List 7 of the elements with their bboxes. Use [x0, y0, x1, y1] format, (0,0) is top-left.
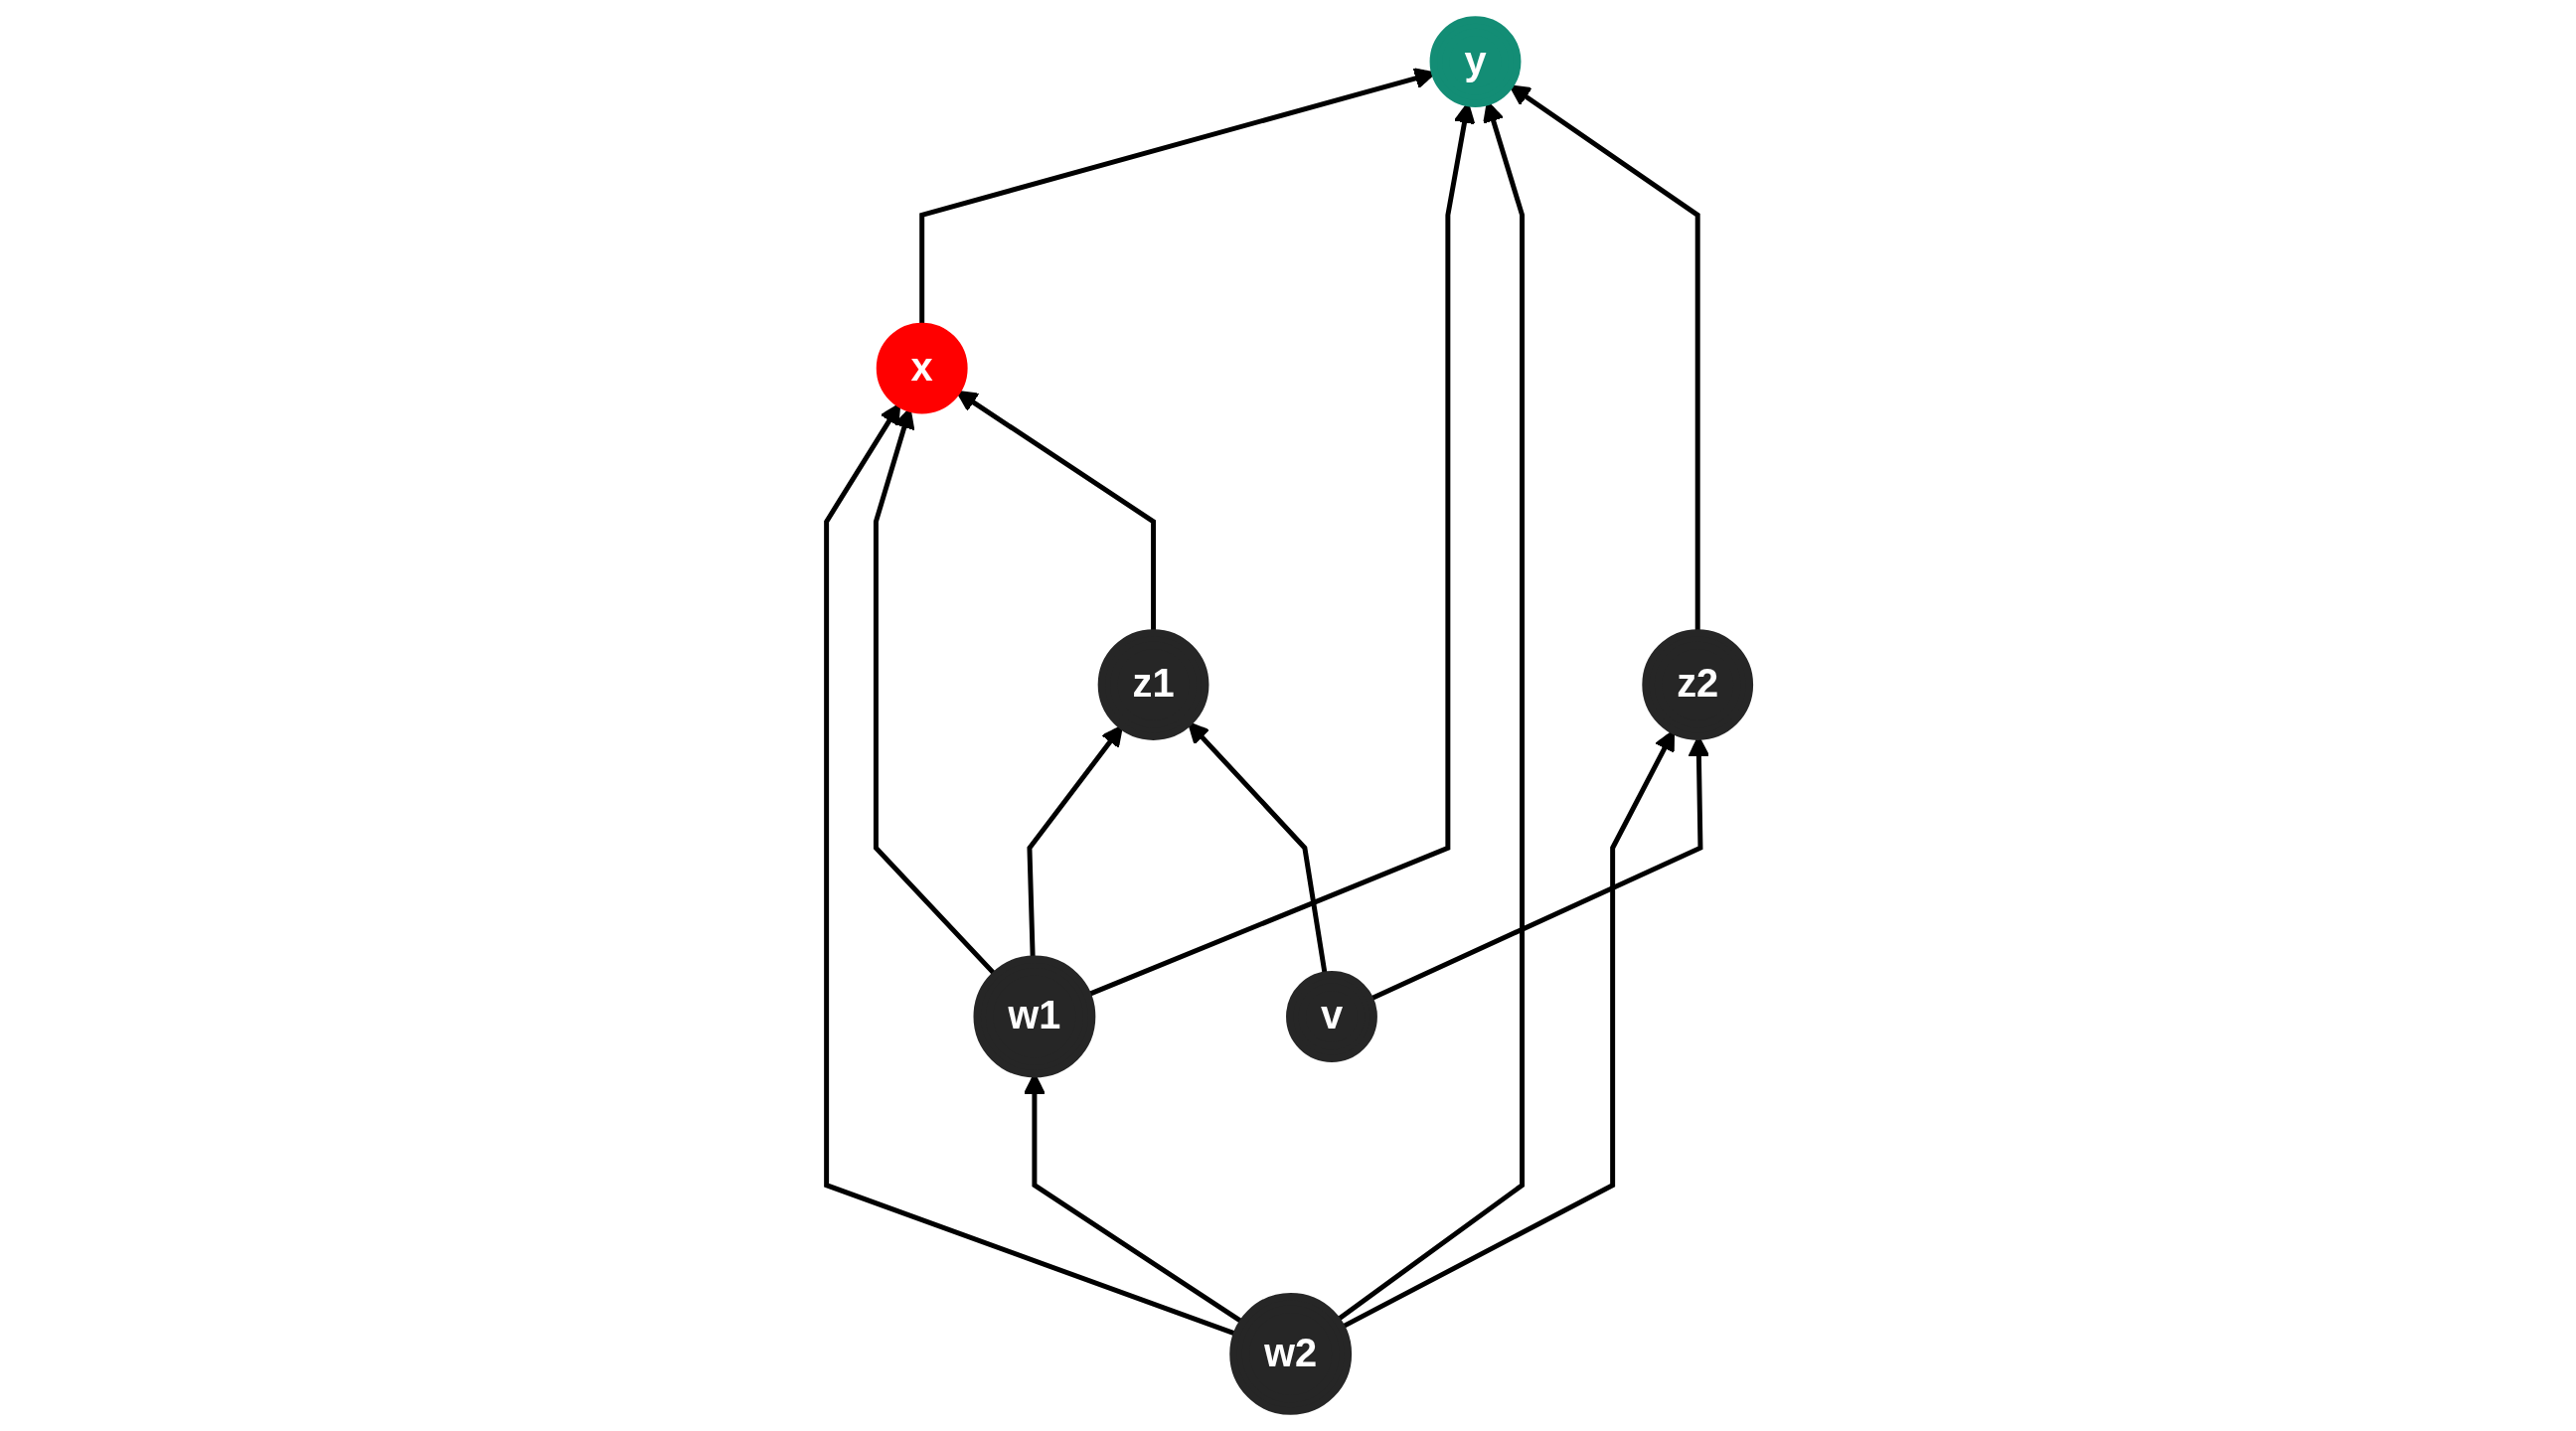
node-circle: z2	[1642, 629, 1754, 740]
node-circle: x	[876, 322, 968, 414]
node-circle: w1	[973, 955, 1096, 1078]
node-circle: y	[1429, 16, 1522, 108]
node-circle: w2	[1229, 1292, 1353, 1415]
node-circle: z1	[1097, 629, 1209, 740]
node-circle: v	[1286, 971, 1377, 1062]
